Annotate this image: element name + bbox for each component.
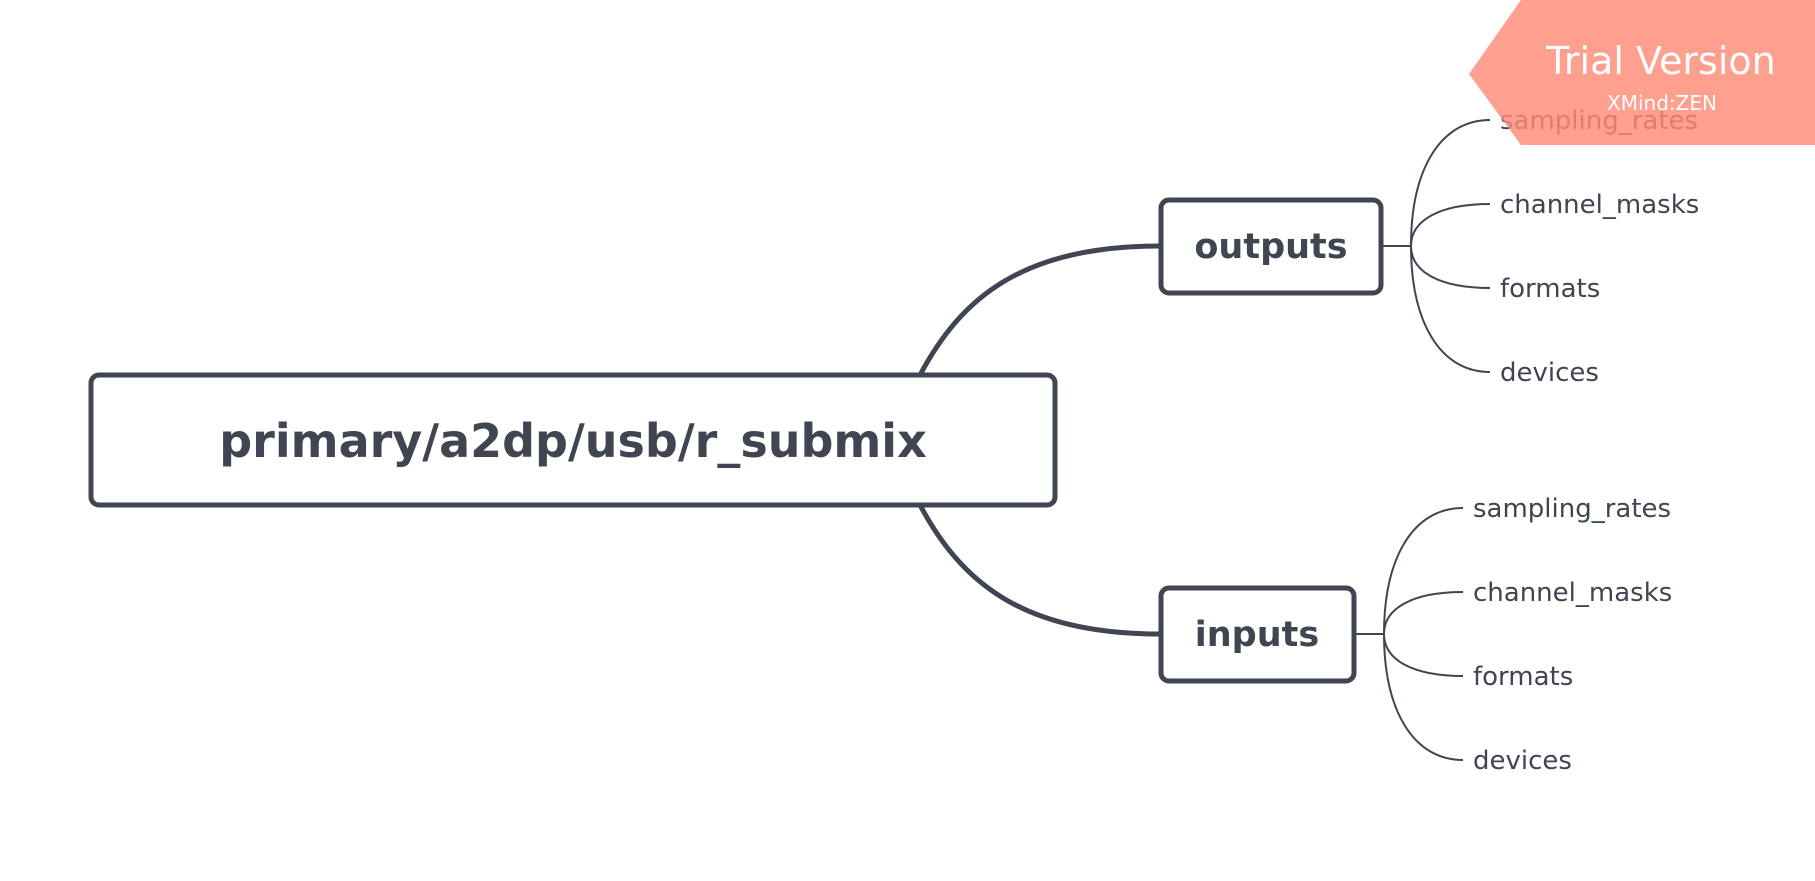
trial-watermark: Trial Version XMind:ZEN	[1469, 0, 1815, 145]
topic-outputs-label: outputs	[1194, 227, 1347, 267]
outputs-leaf-connectors	[1381, 119, 1491, 373]
outputs-subtopic-devices[interactable]: devices	[1500, 358, 1599, 388]
watermark-banner	[1469, 0, 1815, 145]
inputs-subtopic-devices[interactable]: devices	[1473, 746, 1572, 776]
inputs-leaf-connectors	[1354, 507, 1464, 761]
watermark-title: Trial Version	[1545, 39, 1775, 83]
watermark-subtitle: XMind:ZEN	[1607, 91, 1717, 115]
topic-inputs-label: inputs	[1195, 615, 1319, 655]
topic-inputs[interactable]: inputs	[1158, 585, 1357, 684]
inputs-subtopic-channel-masks[interactable]: channel_masks	[1473, 578, 1672, 608]
connector-outputs	[917, 243, 1162, 378]
inputs-subtopic-sampling-rates[interactable]: sampling_rates	[1473, 494, 1671, 524]
inputs-subtopic-formats[interactable]: formats	[1473, 662, 1573, 692]
root-topic[interactable]: primary/a2dp/usb/r_submix	[88, 372, 1058, 508]
topic-outputs[interactable]: outputs	[1158, 197, 1384, 296]
connector-inputs	[917, 502, 1162, 637]
outputs-subtopic-channel-masks[interactable]: channel_masks	[1500, 190, 1699, 220]
root-topic-label: primary/a2dp/usb/r_submix	[219, 414, 927, 468]
outputs-subtopic-formats[interactable]: formats	[1500, 274, 1600, 304]
